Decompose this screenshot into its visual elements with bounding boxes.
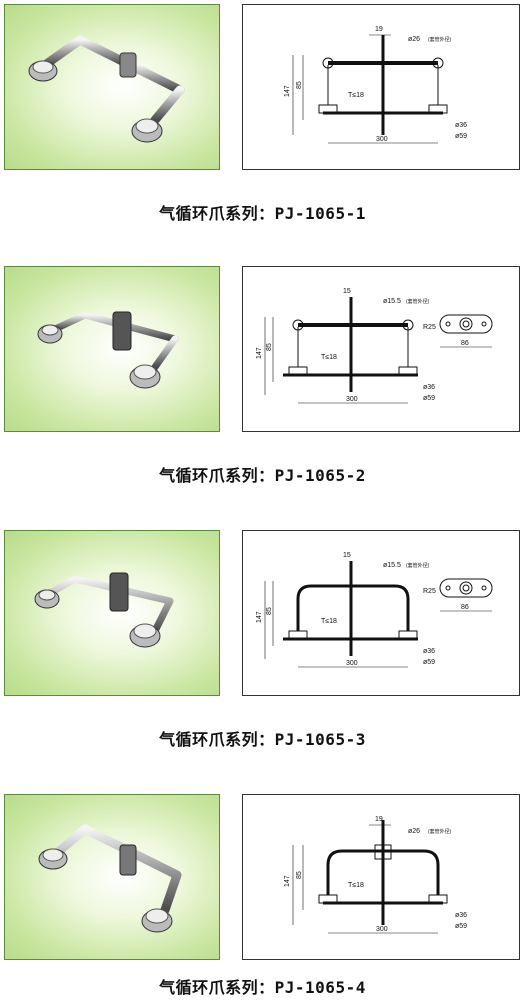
dim-pipe: ø26 (408, 36, 420, 43)
dim-pipe: ø15.5 (383, 562, 401, 569)
dim-top: 15 (343, 288, 351, 295)
dim-d2: ø59 (455, 133, 467, 140)
product-photo-3 (4, 530, 220, 696)
technical-drawing-3: 15 ø15.5 (套管外径) 85 147 T≤18 300 ø36 ø59 … (242, 530, 520, 696)
technical-drawing-2: 15 ø15.5 (套管外径) 85 147 T≤18 300 ø36 ø59 … (242, 266, 520, 432)
dim-width: 300 (346, 660, 358, 667)
product-photo-1 (4, 4, 220, 170)
dim-note: (套管外径) (428, 36, 452, 43)
dim-d2: ø59 (455, 923, 467, 930)
dim-pipe: ø26 (408, 828, 420, 835)
dim-t: T≤18 (348, 92, 364, 99)
dimension-drawing: 15 ø15.5 (套管外径) 85 147 T≤18 300 ø36 ø59 … (256, 552, 493, 668)
dim-d1: ø36 (423, 648, 435, 655)
dim-d2: ø59 (423, 659, 435, 666)
dim-width: 300 (376, 136, 388, 143)
dim-d1: ø36 (455, 912, 467, 919)
product-photo-4 (4, 794, 220, 960)
dim-pipe: ø15.5 (383, 298, 401, 305)
technical-drawing-4: 19 ø26 (套管外径) 85 147 T≤18 300 ø36 ø59 (242, 794, 520, 960)
dim-t: T≤18 (348, 882, 364, 889)
dim-h2: 147 (256, 347, 263, 359)
dim-t: T≤18 (321, 618, 337, 625)
dim-top: 15 (343, 552, 351, 559)
product-caption-3: 气循环爪系列：PJ-1065-3 (159, 730, 366, 749)
dim-h2: 147 (284, 875, 291, 887)
dim-r: R25 (423, 324, 436, 331)
dim-w2: 86 (461, 604, 469, 611)
spider-fitting-illustration (28, 35, 185, 143)
dim-h1: 85 (296, 871, 303, 879)
dimension-drawing: 15 ø15.5 (套管外径) 85 147 T≤18 300 ø36 ø59 … (256, 288, 493, 404)
dimension-drawing: 19 ø26 (套管外径) 85 147 T≤18 300 ø36 ø59 (284, 816, 467, 934)
product-caption-2: 气循环爪系列：PJ-1065-2 (159, 466, 366, 485)
dim-d1: ø36 (423, 384, 435, 391)
dimension-drawing: 19 ø26 (套管外径) 85 147 T≤18 300 ø36 ø59 (284, 26, 467, 144)
dim-d2: ø59 (423, 395, 435, 402)
dim-h1: 85 (266, 607, 273, 615)
dim-note: (套管外径) (406, 298, 430, 305)
dim-d1: ø36 (455, 122, 467, 129)
product-photo-2 (4, 266, 220, 432)
dim-note: (套管外径) (406, 562, 430, 569)
dim-h1: 85 (296, 81, 303, 89)
handle-fitting-illustration (38, 824, 182, 933)
dim-r: R25 (423, 588, 436, 595)
dim-h2: 147 (256, 611, 263, 623)
dim-note: (套管外径) (428, 828, 452, 835)
dim-t: T≤18 (321, 354, 337, 361)
dim-top: 19 (375, 816, 383, 823)
dim-h2: 147 (284, 85, 291, 97)
product-caption-4: 气循环爪系列：PJ-1065-4 (159, 978, 366, 997)
spider-fitting-illustration (37, 311, 179, 389)
dim-width: 300 (376, 926, 388, 933)
spider-fitting-illustration (34, 572, 174, 648)
dim-top: 19 (375, 26, 383, 33)
dim-h1: 85 (266, 343, 273, 351)
product-caption-1: 气循环爪系列：PJ-1065-1 (159, 204, 366, 223)
dim-w2: 86 (461, 340, 469, 347)
technical-drawing-1: 19 ø26 (套管外径) 85 147 T≤18 300 ø36 ø59 (242, 4, 520, 170)
dim-width: 300 (346, 396, 358, 403)
